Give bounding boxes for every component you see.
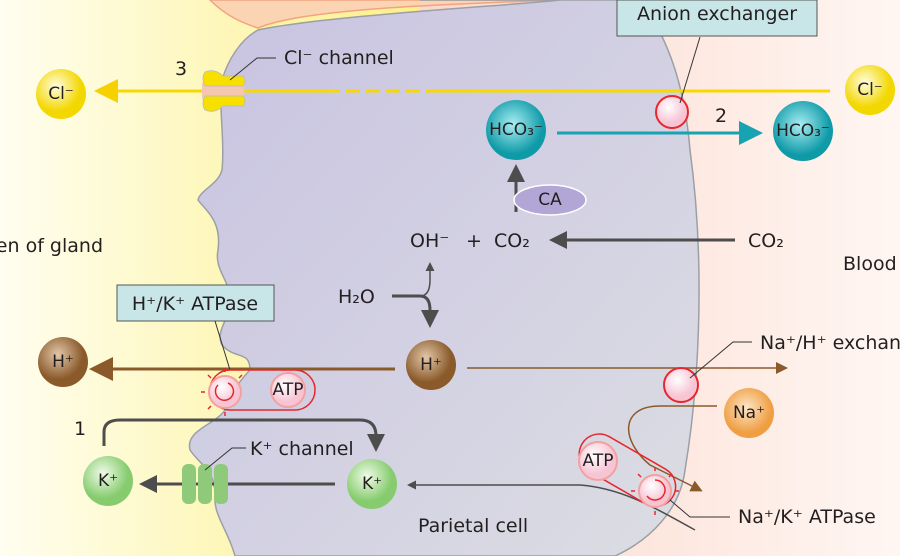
oh-label: OH⁻ <box>410 230 449 252</box>
step-3: 3 <box>175 58 187 80</box>
svg-text:Na⁺: Na⁺ <box>733 403 765 423</box>
k-channel-label: K⁺ channel <box>250 438 354 460</box>
step-2: 2 <box>715 105 727 127</box>
nak-atpase-label: Na⁺/K⁺ ATPase <box>738 506 876 528</box>
svg-text:CA: CA <box>538 190 562 210</box>
anion-exchanger-label: Anion exchanger <box>637 3 797 25</box>
h-ion-lumen: H⁺ <box>38 337 88 387</box>
cl-ion-blood: Cl⁻ <box>845 65 895 115</box>
svg-text:HCO₃⁻: HCO₃⁻ <box>489 120 543 140</box>
blood-label: Blood <box>843 253 897 275</box>
co2-cell-label: CO₂ <box>494 230 530 252</box>
plus-sign: + <box>466 230 482 252</box>
atp-label-right: ATP <box>583 451 614 471</box>
na-arrow <box>627 405 717 492</box>
svg-text:Cl⁻: Cl⁻ <box>48 84 74 104</box>
hco3-ion-blood: HCO₃⁻ <box>773 101 833 161</box>
nah-exchanger-label: Na⁺/H⁺ exchanger <box>760 332 900 354</box>
hk-atpase-box <box>116 284 275 322</box>
hk-atpase-label: H⁺/K⁺ ATPase <box>132 293 258 315</box>
hk-atpase-pump-icon: ATP <box>201 368 316 416</box>
h2o-to-h-arrow <box>392 294 439 328</box>
parietal-cell <box>188 0 700 556</box>
neighbor-cell <box>208 0 561 29</box>
step-1: 1 <box>74 418 86 440</box>
nak-atpase-pump-icon: ATP <box>578 433 679 515</box>
parietal-cell-label: Parietal cell <box>418 515 528 537</box>
na-ion: Na⁺ <box>724 388 774 438</box>
cl-ion-lumen: Cl⁻ <box>36 69 86 119</box>
k-import-arrow <box>407 480 696 531</box>
svg-text:H⁺: H⁺ <box>420 355 442 375</box>
svg-text:K⁺: K⁺ <box>98 471 118 491</box>
k-channel-icon <box>182 464 228 504</box>
k-ion-cell: K⁺ <box>347 459 397 509</box>
svg-text:K⁺: K⁺ <box>362 474 382 494</box>
svg-text:H⁺: H⁺ <box>52 352 74 372</box>
atp-label-left: ATP <box>273 380 304 400</box>
hco3-ion-cell: HCO₃⁻ <box>486 100 546 160</box>
h2o-label: H₂O <box>338 286 375 308</box>
nah-exchanger-icon <box>663 367 699 403</box>
co2-blood-label: CO₂ <box>748 230 784 252</box>
cl-channel-icon <box>202 70 246 112</box>
k-recycle-arrow <box>102 418 385 452</box>
carbonic-anhydrase: CA <box>513 184 587 216</box>
svg-text:HCO₃⁻: HCO₃⁻ <box>776 121 830 141</box>
anion-exchanger-icon <box>655 95 689 129</box>
cl-channel-label: Cl⁻ channel <box>284 47 394 69</box>
anion-exchanger-box <box>616 0 818 37</box>
lumen-label: Lumen of gland <box>0 235 103 257</box>
h-ion-cell: H⁺ <box>406 340 456 390</box>
svg-text:Cl⁻: Cl⁻ <box>857 80 883 100</box>
k-ion-lumen: K⁺ <box>83 456 133 506</box>
